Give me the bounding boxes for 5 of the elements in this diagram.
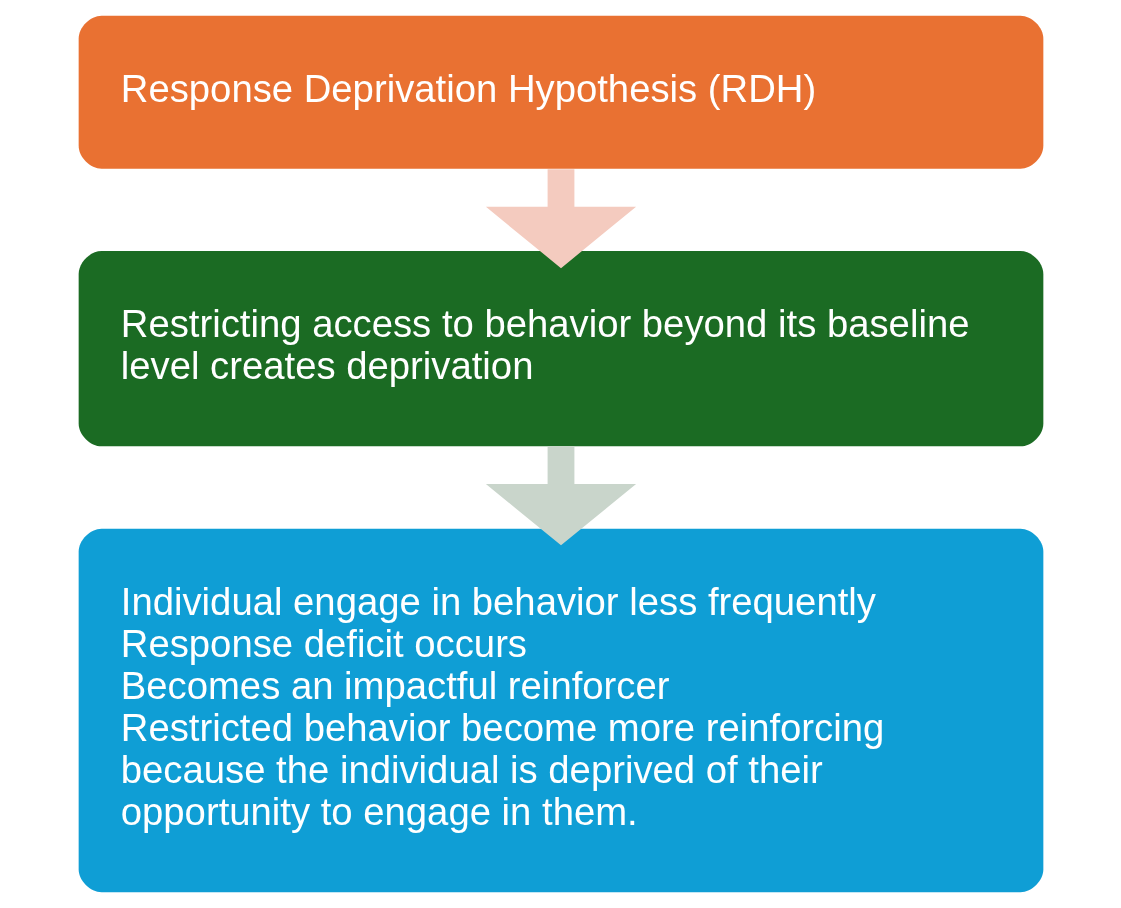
- arrow: [485, 169, 636, 269]
- arrow: [485, 446, 636, 546]
- node-box: Individual engage in behavior less frequently Response deficit occurs Becomes an impactful reinforcer Restricted behavior become more reinforcing because the individual is deprived of their opportunity to engage in them.: [78, 528, 1043, 893]
- node-box: Restricting access to behavior beyond its baseline level creates deprivation: [78, 251, 1043, 447]
- node-box: Response Deprivation Hypothesis (RDH): [78, 15, 1043, 169]
